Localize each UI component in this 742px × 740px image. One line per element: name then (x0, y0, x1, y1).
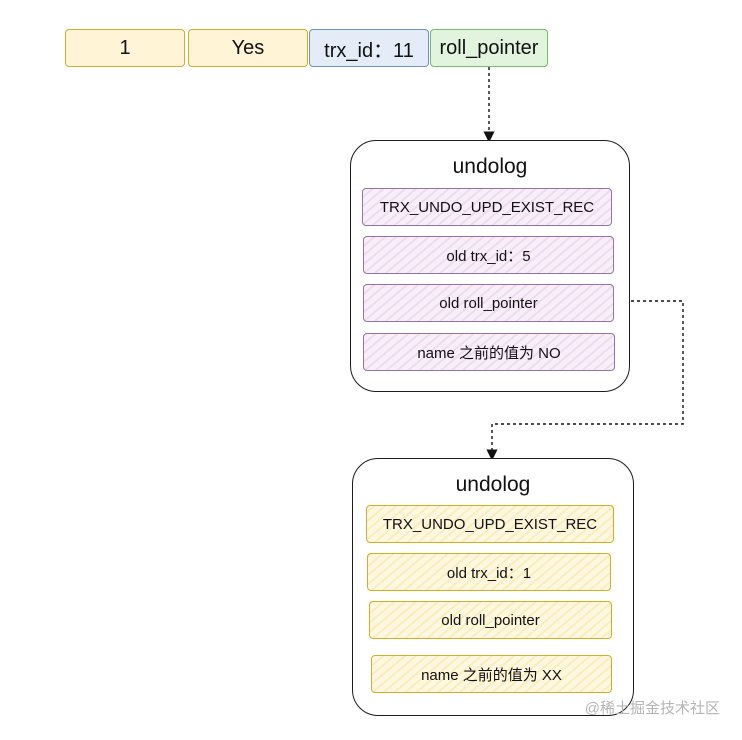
undo-type-field: TRX_UNDO_UPD_EXIST_REC (362, 188, 612, 226)
roll-pointer-cell: roll_pointer (430, 29, 548, 67)
old-trx-id-field: old trx_id：5 (363, 236, 614, 274)
old-roll-pointer-field: old roll_pointer (369, 601, 612, 639)
undolog-title: undolog (455, 473, 531, 496)
undolog-title: undolog (452, 155, 528, 178)
old-trx-id-field: old trx_id：1 (367, 553, 611, 591)
undolog-box-1: undolog TRX_UNDO_UPD_EXIST_REC old trx_i… (350, 140, 630, 392)
trx-id-cell: trx_id：11 (309, 29, 429, 67)
watermark: @稀土掘金技术社区 (584, 700, 720, 717)
old-name-field: name 之前的值为 NO (363, 333, 615, 371)
record-id-cell: 1 (65, 29, 185, 67)
undolog-box-2: undolog TRX_UNDO_UPD_EXIST_REC old trx_i… (352, 458, 634, 716)
record-flag-cell: Yes (188, 29, 308, 67)
undo-type-field: TRX_UNDO_UPD_EXIST_REC (366, 505, 614, 543)
old-name-field: name 之前的值为 XX (371, 655, 612, 693)
old-roll-pointer-field: old roll_pointer (363, 284, 614, 322)
arrow-undolog-1-to-undolog-2 (486, 300, 684, 461)
